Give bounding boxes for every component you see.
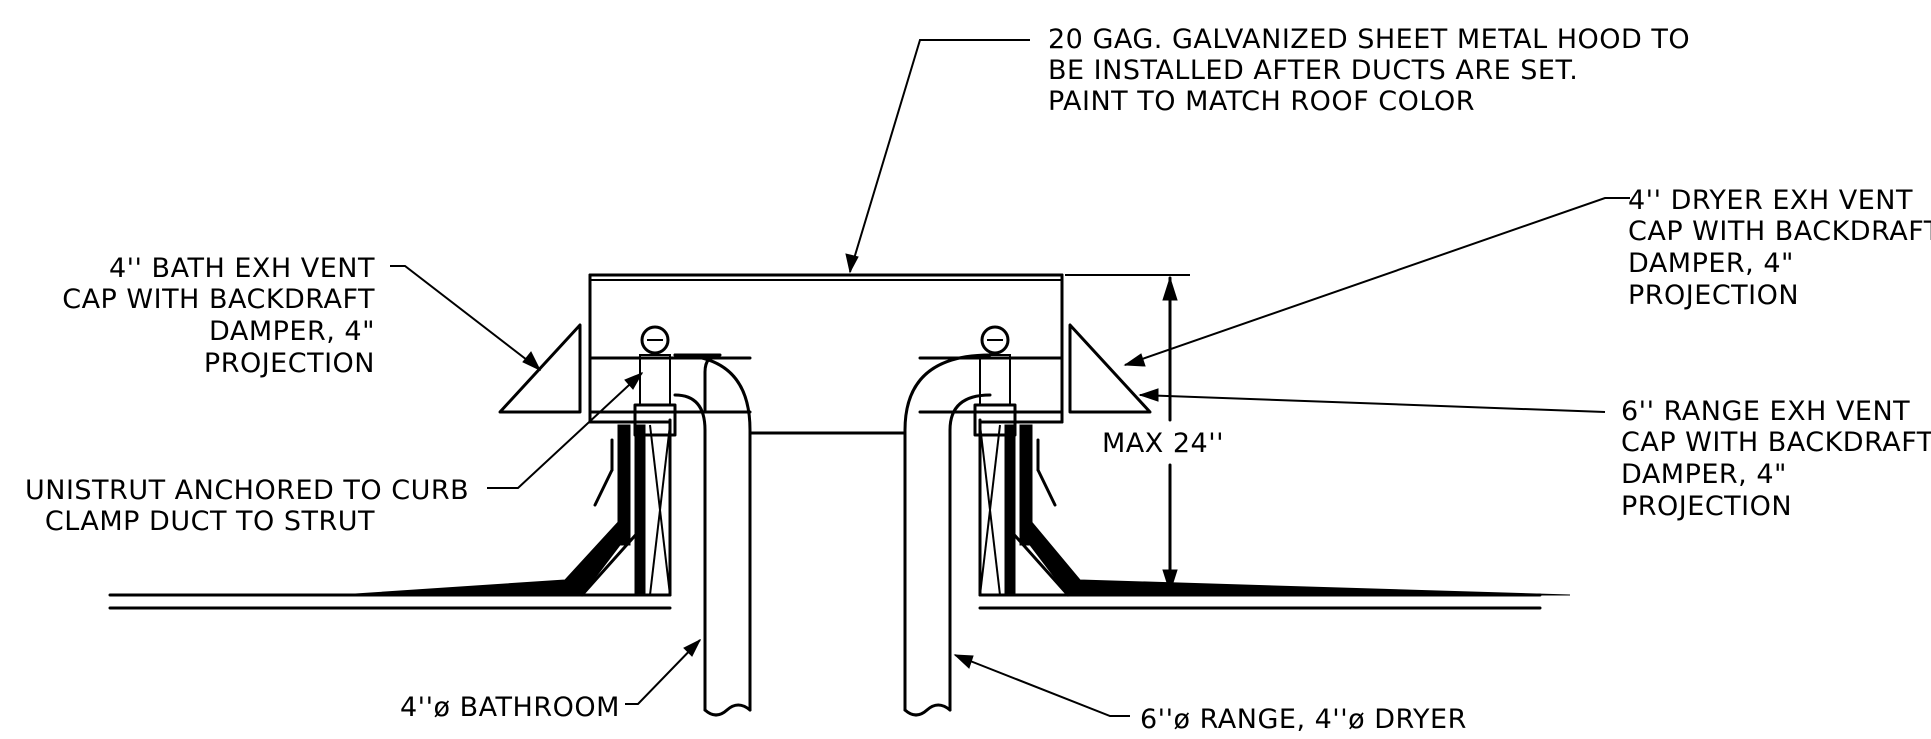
unistrut-note: UNISTRUT ANCHORED TO CURB CLAMP DUCT TO … bbox=[25, 475, 469, 537]
hood-note: 20 GAG. GALVANIZED SHEET METAL HOOD TO B… bbox=[1048, 24, 1690, 117]
bath-cap-line-2: CAP WITH BACKDRAFT bbox=[62, 284, 375, 315]
bath-cap-line-1: 4'' BATH EXH VENT bbox=[109, 253, 375, 284]
range-cap-line-4: PROJECTION bbox=[1621, 491, 1792, 522]
range-dryer-duct bbox=[903, 325, 1017, 717]
range-cap-note: 6'' RANGE EXH VENT CAP WITH BACKDRAFT DA… bbox=[1621, 396, 1931, 522]
bath-cap-line-3: DAMPER, 4" bbox=[209, 316, 375, 347]
left-curb bbox=[580, 418, 672, 597]
range-cap-line-1: 6'' RANGE EXH VENT bbox=[1621, 396, 1910, 427]
bathroom-duct-label: 4''ø BATHROOM bbox=[400, 692, 620, 723]
sheet-metal-hood bbox=[588, 273, 1064, 435]
hood-note-line-2: BE INSTALLED AFTER DUCTS ARE SET. bbox=[1048, 55, 1578, 86]
range-cap-line-2: CAP WITH BACKDRAFT bbox=[1621, 427, 1931, 458]
vent-caps bbox=[498, 323, 1152, 414]
dryer-cap-line-3: DAMPER, 4" bbox=[1628, 248, 1794, 279]
right-curb bbox=[978, 418, 1070, 597]
range-dryer-duct-label: 6''ø RANGE, 4''ø DRYER bbox=[1140, 704, 1467, 735]
max-height-label: MAX 24'' bbox=[1102, 428, 1224, 459]
dryer-cap-line-1: 4'' DRYER EXH VENT bbox=[1628, 185, 1913, 216]
unistrut-line-1: UNISTRUT ANCHORED TO CURB bbox=[25, 475, 469, 506]
leader-lines bbox=[390, 39, 1630, 717]
hood-note-line-3: PAINT TO MATCH ROOF COLOR bbox=[1048, 86, 1475, 117]
roofing-membrane bbox=[339, 518, 1571, 596]
bathroom-duct bbox=[633, 325, 752, 717]
range-cap-line-3: DAMPER, 4" bbox=[1621, 459, 1787, 490]
roof-deck bbox=[108, 593, 1542, 610]
hood-note-line-1: 20 GAG. GALVANIZED SHEET METAL HOOD TO bbox=[1048, 24, 1690, 55]
bath-cap-line-4: PROJECTION bbox=[204, 348, 375, 379]
unistrut-line-2: CLAMP DUCT TO STRUT bbox=[45, 506, 375, 537]
dryer-cap-note: 4'' DRYER EXH VENT CAP WITH BACKDRAFT DA… bbox=[1628, 185, 1931, 311]
dryer-cap-line-4: PROJECTION bbox=[1628, 280, 1799, 311]
bath-cap-note: 4'' BATH EXH VENT CAP WITH BACKDRAFT DAM… bbox=[62, 253, 375, 379]
dryer-cap-line-2: CAP WITH BACKDRAFT bbox=[1628, 216, 1931, 247]
